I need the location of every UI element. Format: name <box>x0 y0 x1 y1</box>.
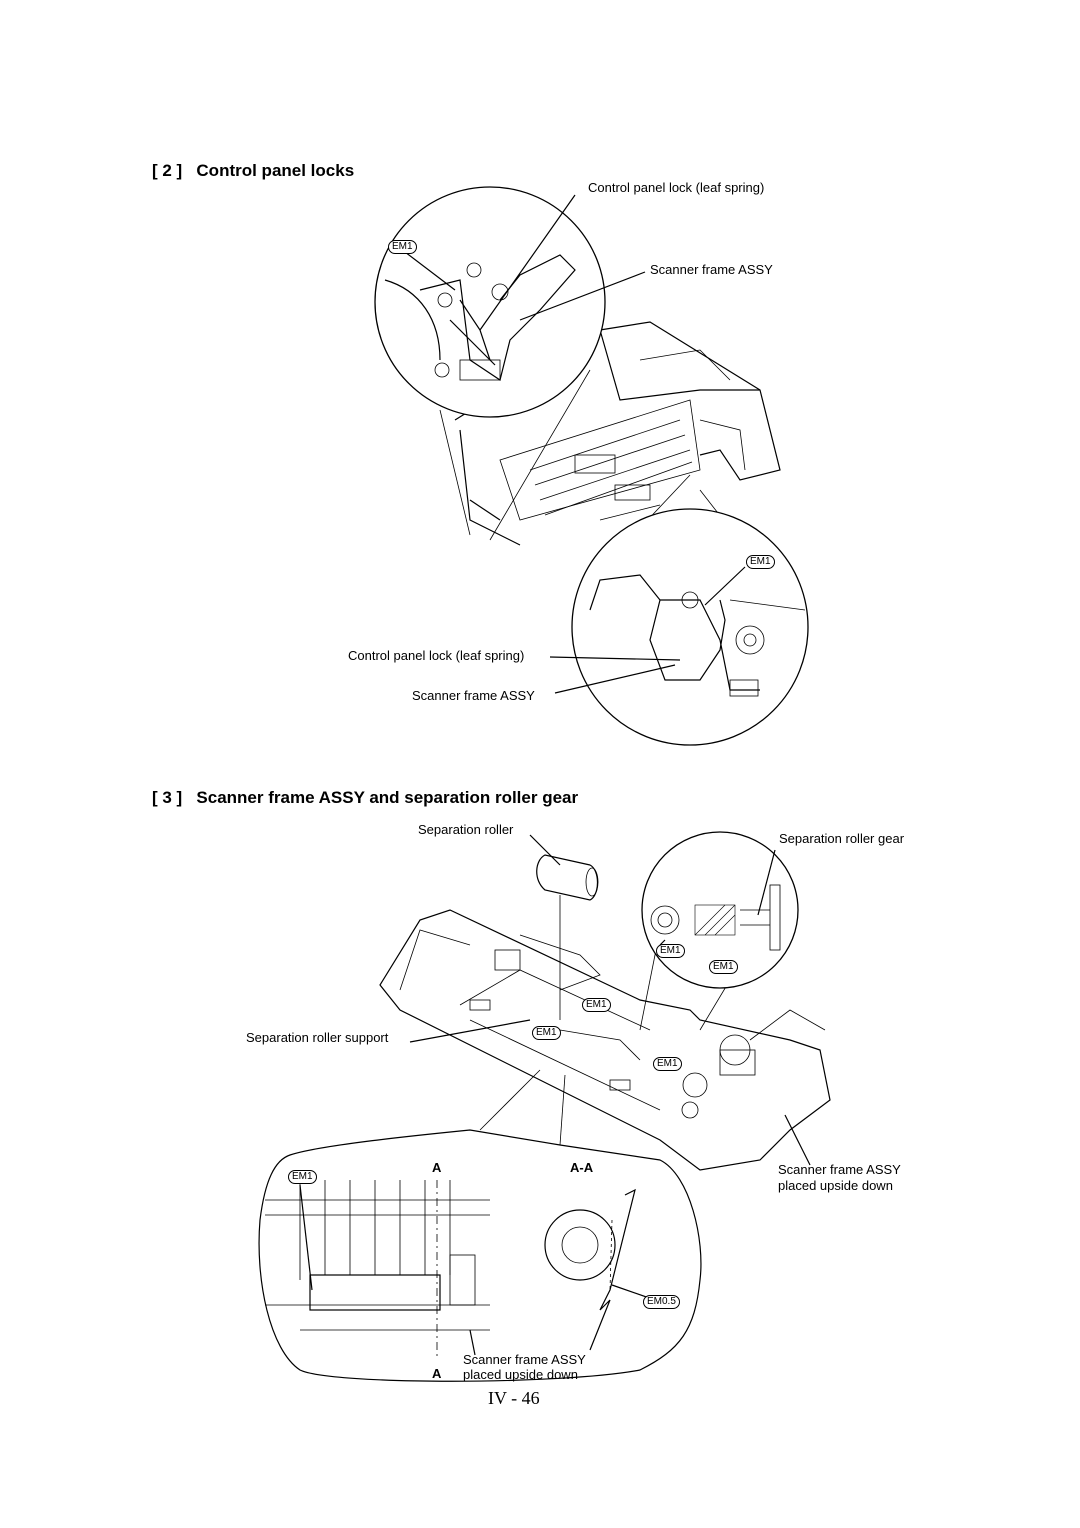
label-scanner-frame-upside-right: Scanner frame ASSY placed upside down <box>778 1162 901 1194</box>
section-2-heading: [ 2 ] Control panel locks <box>152 161 354 181</box>
label-scanner-frame-upside-right-line2: placed upside down <box>778 1178 893 1193</box>
section-3-heading: [ 3 ] Scanner frame ASSY and separation … <box>152 788 578 808</box>
em1-mark-frame-2: EM1 <box>532 1026 561 1040</box>
label-scanner-frame-bottom: Scanner frame ASSY <box>412 688 535 703</box>
section-2-number: [ 2 ] <box>152 161 183 180</box>
label-control-panel-lock-bottom: Control panel lock (leaf spring) <box>348 648 525 663</box>
magnified-circle-bottom <box>549 474 809 746</box>
magnified-circle-gear <box>639 831 799 1031</box>
label-scanner-frame-upside-bottom-line1: Scanner frame ASSY <box>463 1352 586 1367</box>
section-3-number: [ 3 ] <box>152 788 183 807</box>
em05-mark-enlargement: EM0.5 <box>643 1295 680 1309</box>
em1-mark-frame-1: EM1 <box>582 998 611 1012</box>
label-scanner-frame-upside-bottom-line2: placed upside down <box>463 1367 578 1382</box>
magnified-circle-top <box>374 186 646 541</box>
enlargement-bottom <box>258 1069 702 1382</box>
em1-mark-frame-3: EM1 <box>653 1057 682 1071</box>
section-3-title: Scanner frame ASSY and separation roller… <box>196 788 579 807</box>
label-scanner-frame-top: Scanner frame ASSY <box>650 262 773 277</box>
em1-mark-bottom: EM1 <box>746 555 775 569</box>
section-marker-a-top: A <box>432 1160 442 1175</box>
label-separation-roller-gear: Separation roller gear <box>779 831 905 846</box>
scanner-frame-drawing <box>379 834 831 1171</box>
section-marker-a-bottom: A <box>432 1366 442 1381</box>
label-scanner-frame-upside-bottom: Scanner frame ASSY placed upside down <box>463 1352 586 1382</box>
section-2-title: Control panel locks <box>196 161 355 180</box>
em1-mark-enlargement: EM1 <box>288 1170 317 1184</box>
printer-body-drawing <box>454 321 781 546</box>
label-scanner-frame-upside-right-line1: Scanner frame ASSY <box>778 1162 901 1177</box>
em1-mark-gear-right: EM1 <box>709 960 738 974</box>
label-separation-roller-support: Separation roller support <box>246 1030 389 1045</box>
em1-mark-top: EM1 <box>388 240 417 254</box>
section-marker-aa: A-A <box>570 1160 594 1175</box>
label-control-panel-lock-top: Control panel lock (leaf spring) <box>588 180 765 195</box>
label-separation-roller: Separation roller <box>418 822 514 837</box>
page-number: IV - 46 <box>488 1388 540 1408</box>
em1-mark-gear-left: EM1 <box>656 944 685 958</box>
